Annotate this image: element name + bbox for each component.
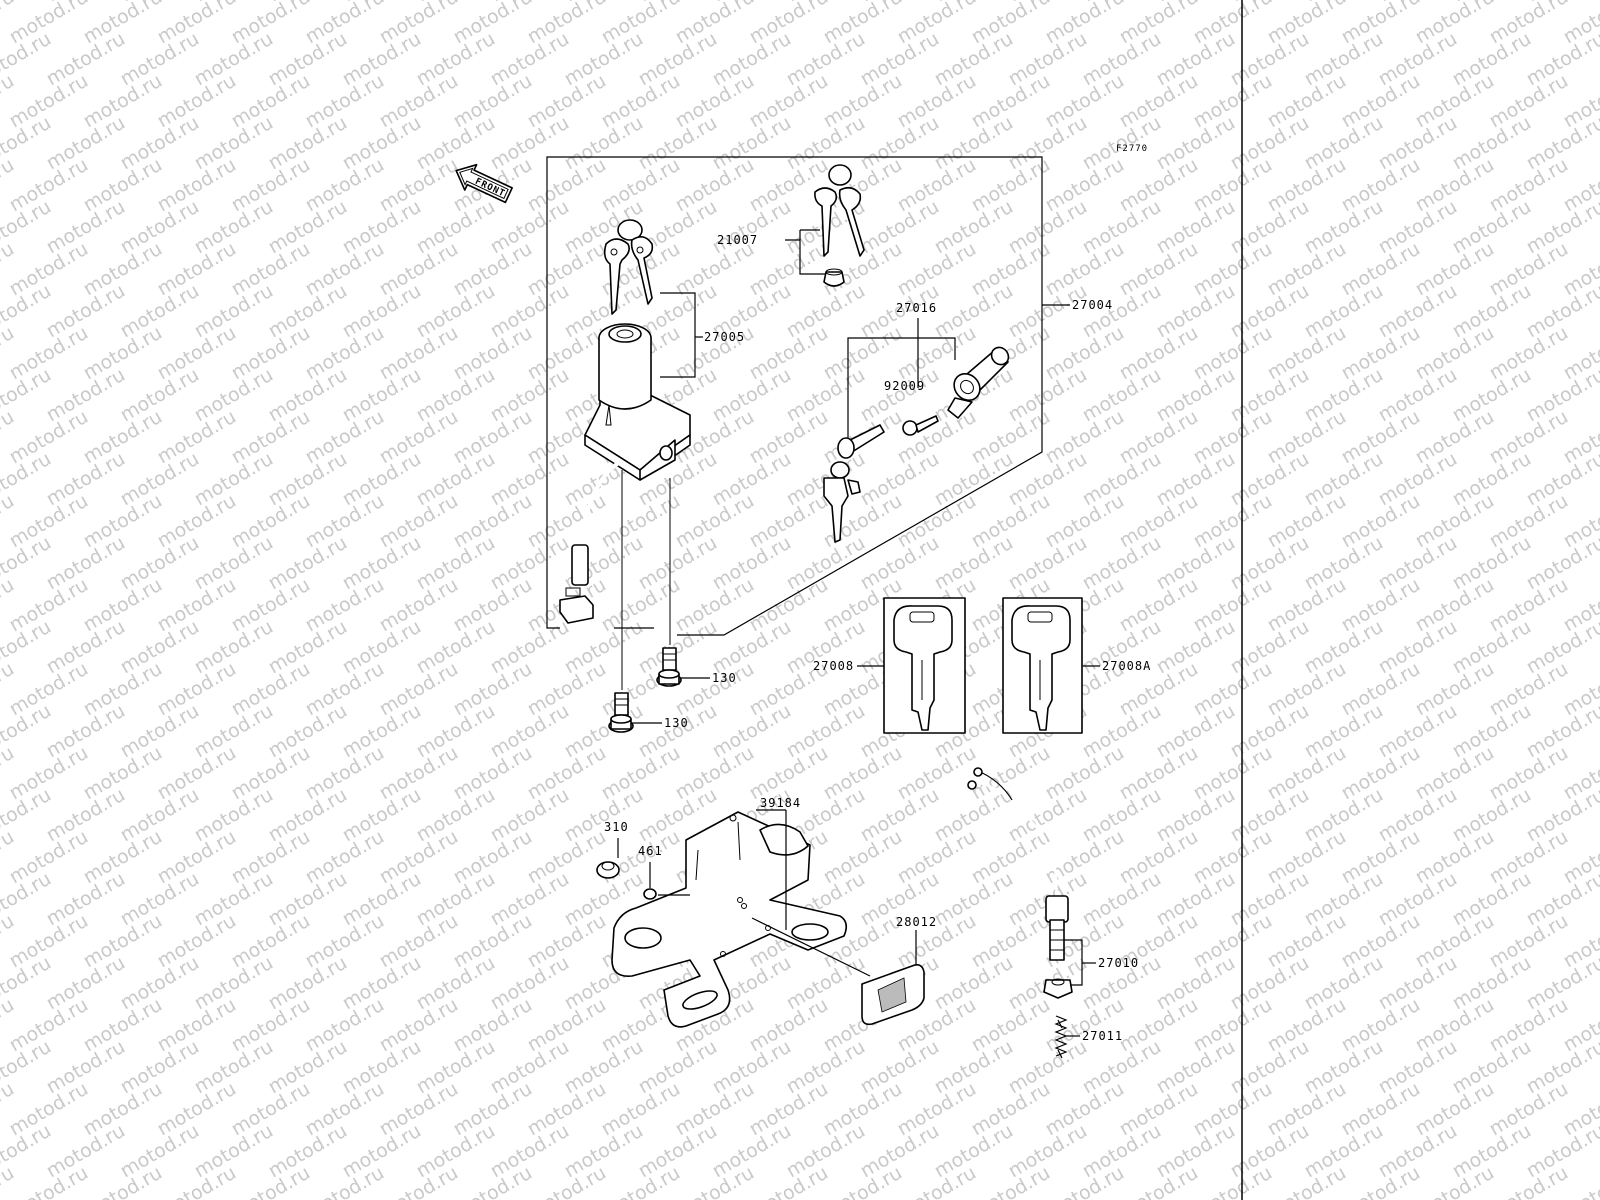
callout-27005: 27005 [704,330,745,344]
callout-28012: 28012 [896,915,937,929]
seat-lock-cylinder [947,346,1010,419]
bolt-130-lower [608,692,634,733]
key-blank-27008A [1002,597,1083,734]
callout-461: 461 [638,844,663,858]
callout-92009: 92009 [884,379,925,393]
reflector-28012 [861,964,925,1026]
figure-code: F2770 [1116,144,1148,154]
assembly-outline [546,156,1043,636]
key-set-21007 [814,164,865,287]
seat-lock-keys [823,424,885,543]
front-arrow-icon: FRONT [455,163,513,204]
callout-27008A: 27008A [1102,659,1151,673]
callout-27008: 27008 [813,659,854,673]
callout-27004: 27004 [1072,298,1113,312]
ignition-switch-body [559,323,691,624]
grommet-461 [643,888,657,900]
ignition-key-set [603,219,654,315]
license-bracket-39184 [611,811,848,1028]
bolt-130-upper [656,647,682,687]
callout-130-upper: 130 [712,671,737,685]
nut-310 [596,861,620,879]
callout-39184: 39184 [760,796,801,810]
key-blank-27008 [883,597,966,734]
callout-27010: 27010 [1098,956,1139,970]
callout-310: 310 [604,820,629,834]
callout-27011: 27011 [1082,1029,1123,1043]
watermark-text: motod.ru [0,1162,18,1200]
callout-130-lower: 130 [664,716,689,730]
brake-switch-27010 [967,767,1073,999]
callout-21007: 21007 [717,233,758,247]
callout-27016: 27016 [896,301,937,315]
screw-92009 [902,415,939,436]
